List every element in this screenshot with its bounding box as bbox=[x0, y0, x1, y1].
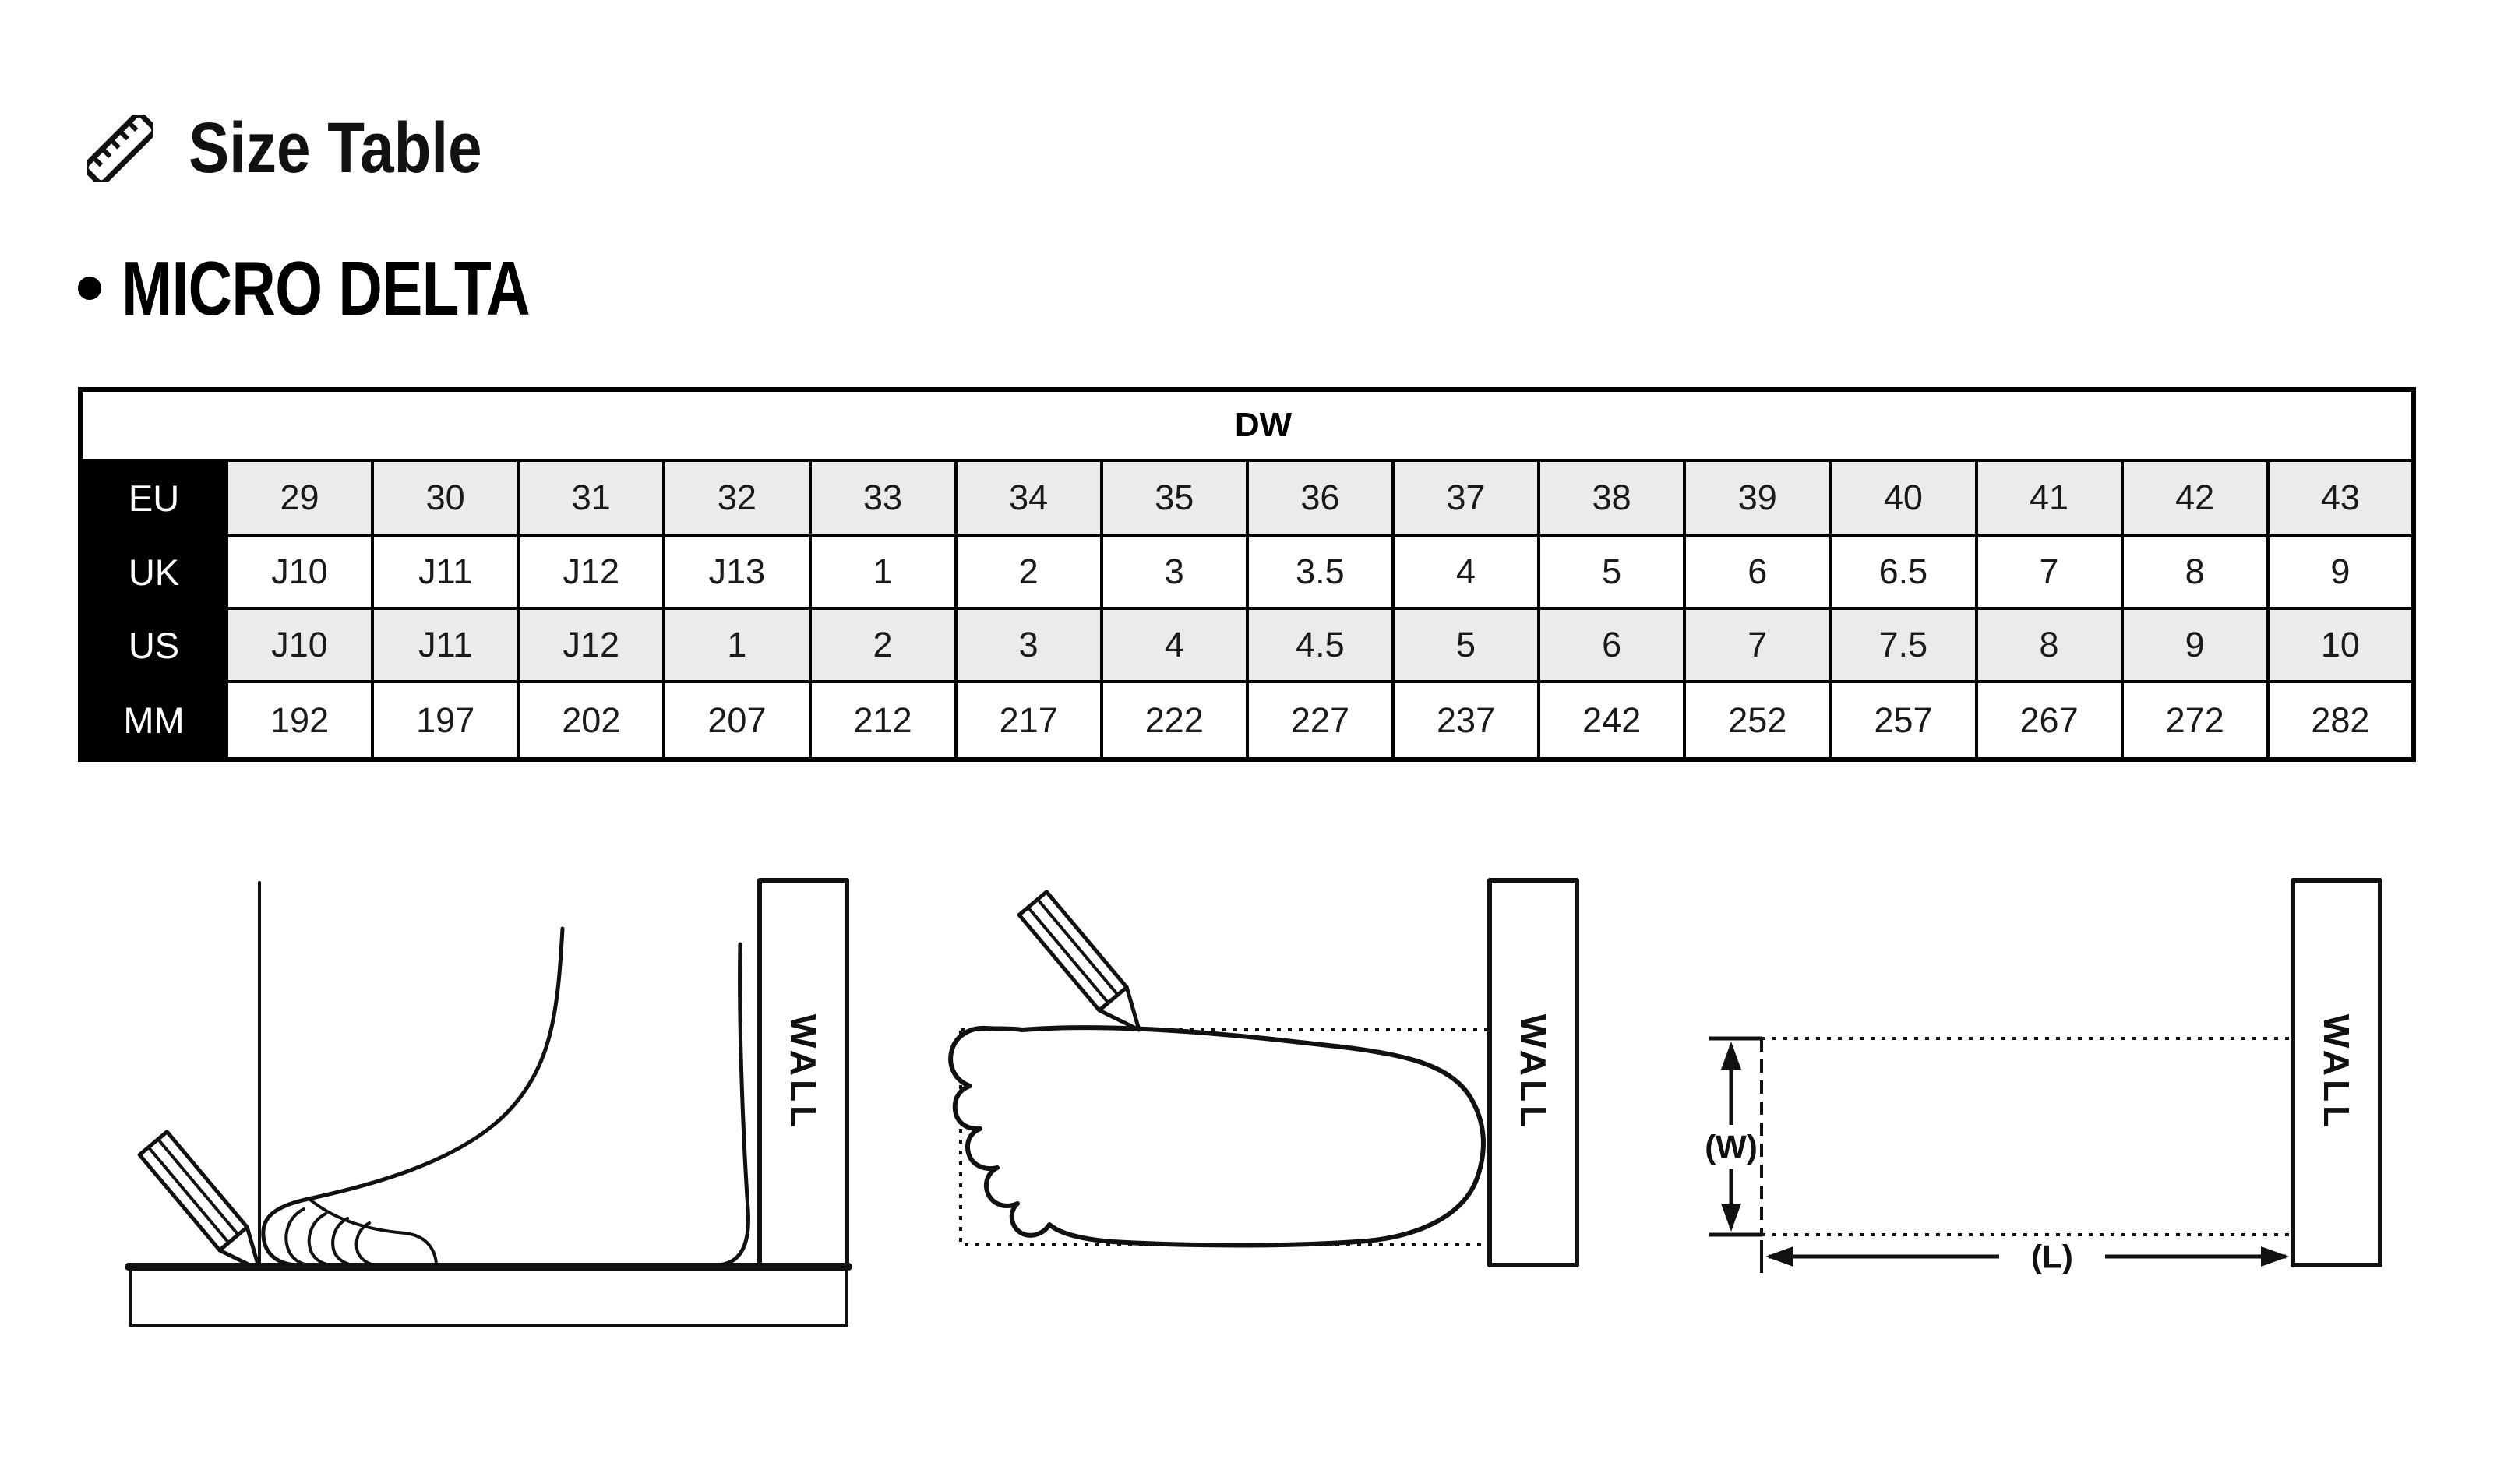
model-label: DW bbox=[79, 388, 2415, 462]
size-cell: 192 bbox=[224, 680, 375, 761]
size-cell: 29 bbox=[224, 459, 375, 537]
size-cell: 3 bbox=[1099, 534, 1249, 610]
diagram-dimensions: (W) (L) WALL bbox=[1705, 878, 2382, 1275]
size-cell: J11 bbox=[371, 534, 520, 610]
size-cell: 38 bbox=[1537, 459, 1687, 537]
pencil-icon bbox=[1017, 890, 1141, 1032]
wall-top-view: WALL bbox=[1487, 878, 1579, 1267]
bullet-icon bbox=[78, 277, 101, 300]
size-table-container: DW EU 29 30 31 32 33 34 35 36 37 38 39 4… bbox=[78, 387, 2418, 762]
pencil-icon bbox=[137, 1130, 262, 1272]
row-header-mm: MM bbox=[79, 680, 228, 761]
width-dimension: (W) bbox=[1705, 1036, 1762, 1237]
foot-side-outline bbox=[261, 926, 750, 1267]
size-cell: 31 bbox=[517, 459, 666, 537]
size-cell: 207 bbox=[662, 680, 812, 761]
size-cell: 4.5 bbox=[1245, 607, 1395, 683]
size-cell: 267 bbox=[1974, 680, 2124, 761]
size-cell: 33 bbox=[808, 459, 958, 537]
wall-dimensions: WALL bbox=[2291, 878, 2382, 1267]
size-table: DW EU 29 30 31 32 33 34 35 36 37 38 39 4… bbox=[78, 387, 2416, 762]
size-cell: 1 bbox=[808, 534, 958, 610]
table-row-us: US J10 J11 J12 1 2 3 4 4.5 5 6 7 7.5 8 9… bbox=[79, 607, 2416, 683]
size-cell: 37 bbox=[1391, 459, 1541, 537]
table-row-eu: EU 29 30 31 32 33 34 35 36 37 38 39 40 4… bbox=[79, 459, 2416, 537]
size-cell: 7.5 bbox=[1829, 607, 1978, 683]
row-header-uk: UK bbox=[79, 534, 228, 610]
diagram-side-view: WALL bbox=[125, 878, 852, 1327]
size-cell: 5 bbox=[1537, 534, 1687, 610]
size-cell: 212 bbox=[808, 680, 958, 761]
size-cell: J12 bbox=[517, 607, 666, 683]
size-cell: 4 bbox=[1099, 607, 1249, 683]
size-cell: 202 bbox=[517, 680, 666, 761]
model-row: DW bbox=[79, 388, 2415, 462]
diagram-top-view: WALL bbox=[948, 878, 1579, 1267]
diagrams-canvas: WALL bbox=[125, 878, 2382, 1327]
size-cell: 242 bbox=[1537, 680, 1687, 761]
size-cell: 42 bbox=[2120, 459, 2270, 537]
size-cell: 2 bbox=[808, 607, 958, 683]
size-cell: 222 bbox=[1099, 680, 1249, 761]
size-cell: 10 bbox=[2266, 607, 2416, 683]
width-label: (W) bbox=[1705, 1129, 1758, 1165]
size-cell: 6.5 bbox=[1829, 534, 1978, 610]
size-cell: J13 bbox=[662, 534, 812, 610]
size-cell: 1 bbox=[662, 607, 812, 683]
table-row-uk: UK J10 J11 J12 J13 1 2 3 3.5 4 5 6 6.5 7… bbox=[79, 534, 2416, 610]
size-cell: 5 bbox=[1391, 607, 1541, 683]
dimension-box bbox=[1760, 1037, 2293, 1236]
page-header: Size Table bbox=[87, 108, 534, 188]
size-cell: 34 bbox=[954, 459, 1103, 537]
size-cell: 30 bbox=[371, 459, 520, 537]
size-cell: 3 bbox=[954, 607, 1103, 683]
size-cell: 8 bbox=[1974, 607, 2124, 683]
product-name: MICRO DELTA bbox=[122, 245, 531, 331]
foot-top-outline bbox=[948, 1025, 1486, 1248]
size-cell: 282 bbox=[2266, 680, 2416, 761]
size-cell: 35 bbox=[1099, 459, 1249, 537]
row-header-us: US bbox=[79, 607, 228, 683]
size-cell: 4 bbox=[1391, 534, 1541, 610]
wall-side-view: WALL bbox=[757, 878, 849, 1267]
wall-label: WALL bbox=[783, 1014, 824, 1131]
size-cell: 3.5 bbox=[1245, 534, 1395, 610]
size-cell: 197 bbox=[371, 680, 520, 761]
size-cell: J11 bbox=[371, 607, 520, 683]
size-cell: 9 bbox=[2120, 607, 2270, 683]
size-cell: 6 bbox=[1537, 607, 1687, 683]
size-cell: 252 bbox=[1683, 680, 1832, 761]
size-cell: 40 bbox=[1829, 459, 1978, 537]
size-cell: 257 bbox=[1829, 680, 1978, 761]
page-title: Size Table bbox=[189, 108, 482, 188]
size-cell: 227 bbox=[1245, 680, 1395, 761]
length-label: (L) bbox=[2031, 1239, 2073, 1275]
size-cell: J10 bbox=[224, 534, 375, 610]
row-header-eu: EU bbox=[79, 459, 228, 537]
product-row: MICRO DELTA bbox=[78, 245, 632, 331]
size-cell: 7 bbox=[1974, 534, 2124, 610]
size-cell: 272 bbox=[2120, 680, 2270, 761]
wall-label: WALL bbox=[1513, 1014, 1554, 1131]
size-cell: 237 bbox=[1391, 680, 1541, 761]
size-cell: 8 bbox=[2120, 534, 2270, 610]
size-cell: 9 bbox=[2266, 534, 2416, 610]
size-cell: 32 bbox=[662, 459, 812, 537]
size-cell: 6 bbox=[1683, 534, 1832, 610]
ruler-icon bbox=[87, 115, 153, 182]
size-cell: 2 bbox=[954, 534, 1103, 610]
size-cell: 43 bbox=[2266, 459, 2416, 537]
measurement-diagrams: WALL bbox=[0, 818, 2497, 1480]
size-cell: 7 bbox=[1683, 607, 1832, 683]
size-cell: J12 bbox=[517, 534, 666, 610]
length-dimension: (L) bbox=[1760, 1239, 2289, 1275]
size-cell: J10 bbox=[224, 607, 375, 683]
table-row-mm: MM 192 197 202 207 212 217 222 227 237 2… bbox=[79, 680, 2416, 761]
size-cell: 39 bbox=[1683, 459, 1832, 537]
size-cell: 41 bbox=[1974, 459, 2124, 537]
floor-board bbox=[125, 1263, 852, 1327]
wall-label: WALL bbox=[2316, 1014, 2357, 1131]
size-cell: 217 bbox=[954, 680, 1103, 761]
size-cell: 36 bbox=[1245, 459, 1395, 537]
